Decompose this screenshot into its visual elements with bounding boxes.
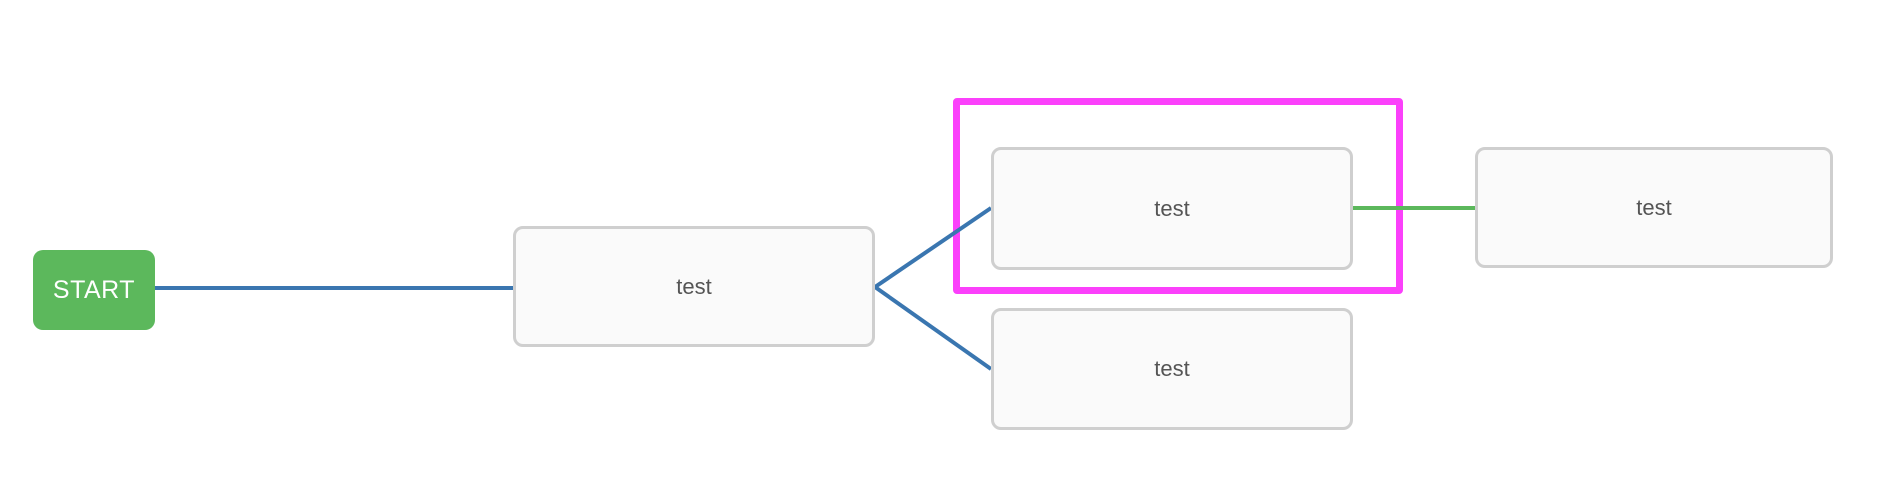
flow-node-2-selected[interactable]: test [991, 147, 1353, 270]
start-node[interactable]: START [33, 250, 155, 330]
connector-node1-to-node3 [873, 285, 993, 371]
flow-node-label: test [676, 273, 712, 299]
start-node-label: START [52, 275, 136, 304]
flow-node-4[interactable]: test [1475, 147, 1833, 268]
flow-node-3[interactable]: test [991, 308, 1353, 430]
flow-node-1[interactable]: test [513, 226, 875, 347]
flow-node-label: test [1154, 195, 1190, 221]
node-selection-highlight [953, 98, 1403, 294]
flow-node-label: test [1636, 194, 1672, 220]
flow-node-label: test [1154, 356, 1190, 381]
